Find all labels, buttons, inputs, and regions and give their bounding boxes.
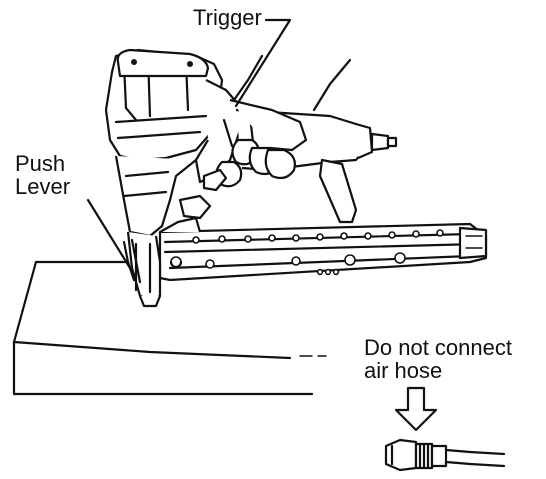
push-lever-label-line2: Lever xyxy=(15,174,71,200)
air-hose-coupler-icon xyxy=(384,438,506,472)
hand-on-grip xyxy=(202,54,398,224)
nailer-body xyxy=(104,48,242,308)
warning-label-line1: Do not connect xyxy=(364,335,512,360)
workpiece-board xyxy=(12,260,327,396)
push-lever-label: Push Lever xyxy=(15,152,95,198)
push-lever-label-line1: Push xyxy=(15,151,66,176)
magazine-rail xyxy=(158,222,488,282)
warning-label-line2: air hose xyxy=(364,358,443,384)
trigger-label: Trigger xyxy=(193,5,262,30)
push-lever-leader-line xyxy=(86,198,132,270)
trigger-leader-line xyxy=(234,18,292,108)
air-hose-warning-label: Do not connect air hose xyxy=(364,336,546,382)
down-arrow-icon xyxy=(394,386,438,432)
